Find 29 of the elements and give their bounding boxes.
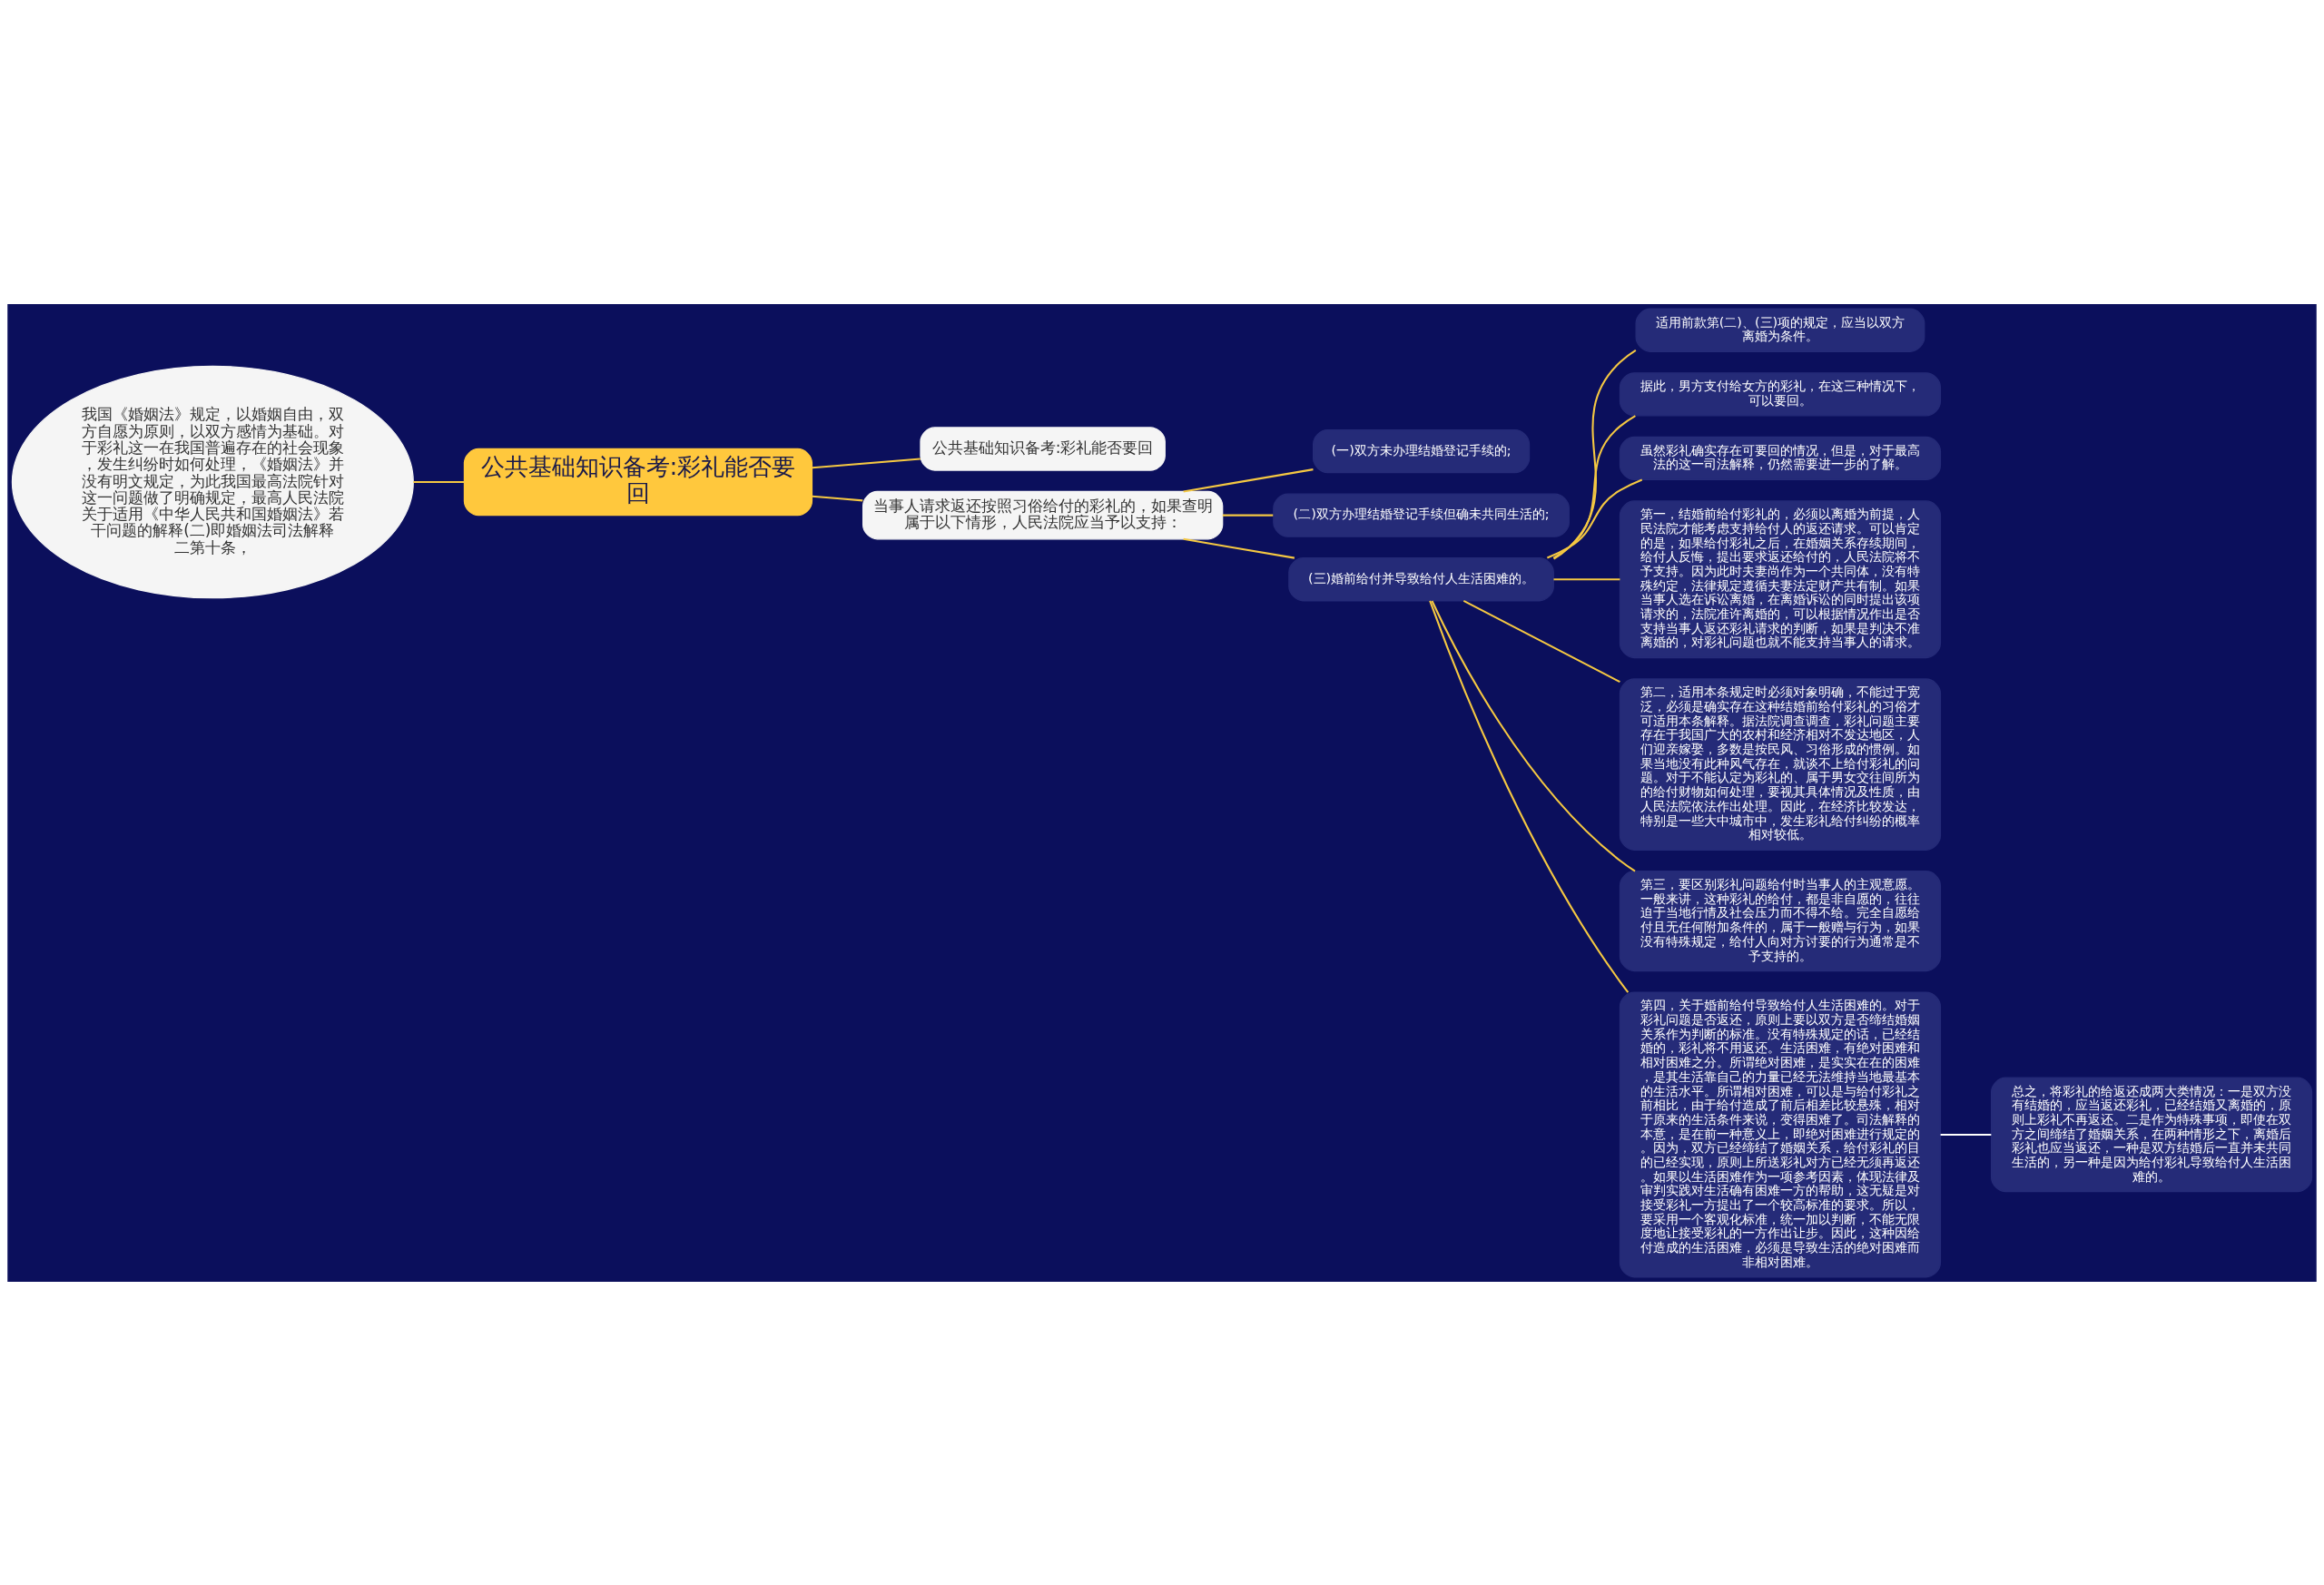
node-box: 公共基础知识备考:彩礼能否要回 [920,426,1166,471]
connector [1462,599,1620,683]
node-ellipse: 我国《婚姻法》规定，以婚姻自由，双方自愿为原则，以双方感情为基础。对于彩礼这一在我国普遍存在的社会现象，发生纠纷时如何处理，《婚姻法》并没有明文规定，为此我国最高法院针对这一问题做了明确规定，最高人民法院关于适用《中华人民共和国婚姻法》若干问题的解释(二)即婚姻法司法解释二第十条， [11,365,414,598]
node-box: 公共基础知识备考:彩礼能否要回 [463,448,813,516]
connector [413,480,465,483]
connector [812,495,863,501]
node-box: 当事人请求返还按照习俗给付的彩礼的，如果查明属于以下情形，人民法院应当予以支持： [862,490,1224,539]
connector [1183,537,1295,559]
node-box: 第四，关于婚前给付导致给付人生活困难的。对于彩礼问题是否返还，原则上要以双方是否缔结婚姻关系作为判断的标准。没有特殊规定的话，已经结婚的，彩礼将不用返还。生活困难，有绝对困难和相对困难之分。所谓绝对困难，是实实在在的困难，是其生活靠自己的力量已经无法维持当地最基本的生活水平。所谓相对困难，可以是与给付彩礼之前相比，由于给付造成了前后相差比较悬殊，相对于原来的生活条件来说，变得困难了。司法解释的本意，是在前一种意义上，即绝对困难进行规定的。因为，双方已经缔结了婚姻关系，给付彩礼的目的已经实现，原则上所送彩礼对方已经无须再返还。如果以生活困难作为一项参考因素，体现法律及审判实践对生活确有困难一方的帮助，这无疑是对接受彩礼一方提出了一个较高标准的要求。所以，要采用一个客观化标准，统一加以判断，不能无限度地让接受彩礼的一方作出让步。因此，这种因给付造成的生活困难，必须是导致生活的绝对困难而非相对困难。 [1619,990,1942,1277]
connector [1940,1133,1992,1136]
connector [1552,414,1636,559]
connector [1553,577,1620,580]
node-box: 第二，适用本条规定时必须对象明确，不能过于宽泛，必须是确实存在这种结婚前给付彩礼的习俗才可适用本条解释。据法院调查调查，彩礼问题主要存在于我国广大的农村和经济相对不发达地区，人们迎亲嫁娶，多数是按民风、习俗形成的惯例。如果当地没有此种风气存在，就谈不上给付彩礼的问题。对于不能认定为彩礼的、属于男女交往间所为的给付财物如何处理，要视其具体情况及性质，由人民法院依法作出处理。因此，在经济比较发达，特别是一些大中城市中，发生彩礼给付纠纷的概率相对较低。 [1619,677,1942,851]
connector [1222,514,1274,517]
node-box: 据此，男方支付给女方的彩礼，在这三种情况下，可以要回。 [1619,371,1942,416]
node-box: (三)婚前给付并导致给付人生活困难的。 [1288,556,1554,601]
connector [812,457,921,468]
connector [1431,600,1636,871]
node-box: 第三，要区别彩礼问题给付时当事人的主观意愿。一般来讲，这种彩礼的给付，都是非自愿的，往往迫于当地行情及社会压力而不得不给。完全自愿给付且无任何附加条件的，属于一般赠与行为，如果没有特殊规定，给付人向对方讨要的行为通常是不予支持的。 [1619,870,1942,971]
node-box: 第一，结婚前给付彩礼的，必须以离婚为前提，人民法院才能考虑支持给付人的返还请求。可以肯定的是，如果给付彩礼之后，在婚姻关系存续期间，给付人反悔，提出要求返还给付的，人民法院将不予支持。因为此时夫妻尚作为一个共同体，没有特殊约定，法律规定遵循夫妻法定财产共有制。如果当事人选在诉讼离婚，在离婚诉讼的同时提出该项请求的，法院准许离婚的，可以根据情况作出是否支持当事人返还彩礼请求的判断，如果是判决不准离婚的，对彩礼问题也就不能支持当事人的请求。 [1619,499,1942,658]
node-box: (一)双方未办理结婚登记手续的; [1313,428,1531,473]
node-box: 总之，将彩礼的给返还成两大类情况：一是双方没有结婚的，应当返还彩礼，已经结婚又离婚的，原则上彩礼不再返还。二是作为特殊事项，即使在双方之间缔结了婚姻关系，在两种情形之下，离婚后彩礼也应当返还，一种是双方结婚后一直并未共同生活的，另一种是因为给付彩礼导致给付人生活困难的。 [1990,1077,2313,1192]
node-box: 适用前款第(二)、(三)项的规定，应当以双方离婚为条件。 [1635,308,1925,352]
connector [1183,468,1314,492]
node-box: (二)双方办理结婚登记手续但确未共同生活的; [1273,492,1570,537]
connector [1546,478,1643,559]
connector [1429,600,1630,993]
connector [1553,349,1637,560]
node-box: 虽然彩礼确实存在可要回的情况，但是，对于最高法的这一司法解释，仍然需要进一步的了解。 [1619,436,1942,480]
